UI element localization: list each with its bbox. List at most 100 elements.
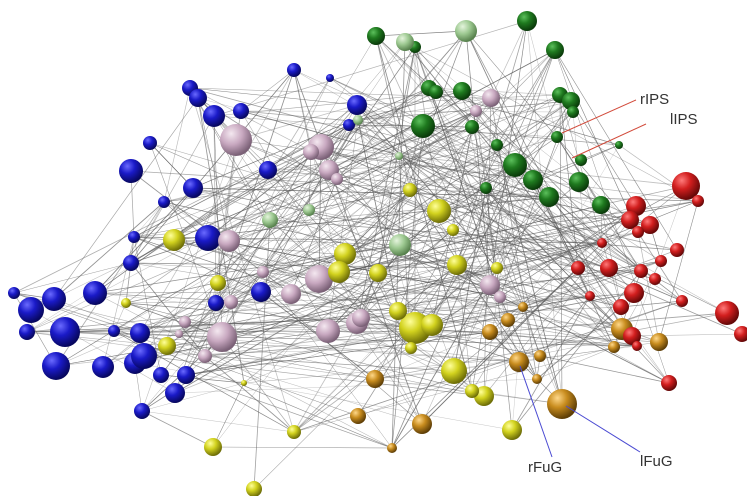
network-edge: [130, 201, 165, 264]
network-edge: [344, 253, 524, 308]
rips-pointer-line: [561, 99, 637, 134]
network-edge: [130, 69, 295, 264]
network-edge: [496, 144, 563, 405]
blue-node: [326, 74, 334, 82]
network-edge: [377, 46, 416, 274]
network-edge: [471, 284, 491, 392]
network-edge: [141, 139, 237, 412]
pink-node: [482, 89, 500, 107]
red-node: [626, 196, 646, 216]
network-edge: [409, 189, 538, 380]
network-edge: [453, 111, 574, 372]
network-edge: [178, 333, 295, 433]
network-edge: [243, 355, 541, 384]
network-edge: [489, 331, 615, 348]
network-edge: [213, 90, 463, 117]
blue-node: [18, 297, 44, 323]
orange-node: [534, 350, 546, 362]
network-edge: [189, 87, 358, 106]
orange-node: [366, 370, 384, 388]
network-edge: [397, 295, 591, 312]
network-edge: [409, 189, 678, 251]
network-edge: [327, 119, 359, 332]
network-edge: [212, 189, 411, 448]
network-edge: [130, 69, 295, 264]
network-edge: [414, 260, 662, 329]
network-edge: [228, 94, 561, 242]
network-edge: [308, 151, 312, 211]
network-edge: [139, 332, 520, 363]
network-edge: [356, 104, 498, 269]
network-edge: [507, 205, 637, 321]
pink-node: [303, 144, 319, 160]
pink-node: [352, 309, 370, 327]
network-edge: [253, 219, 271, 490]
darkgreen-node: [539, 187, 559, 207]
network-edge: [130, 237, 209, 264]
network-edge: [293, 69, 312, 153]
yellow-node: [447, 224, 459, 236]
network-edge: [204, 139, 237, 357]
network-edge: [213, 115, 412, 349]
pink-node: [198, 349, 212, 363]
network-edge: [336, 111, 574, 180]
rips-label: rIPS: [640, 91, 669, 108]
blue-node: [165, 383, 185, 403]
yellow-node: [405, 342, 417, 354]
network-edge: [113, 126, 473, 332]
network-edge: [490, 94, 561, 99]
orange-node: [412, 414, 432, 434]
network-edge: [308, 209, 610, 269]
lightgreen-node: [262, 212, 278, 228]
blue-node: [8, 287, 20, 299]
network-edge: [174, 378, 538, 394]
network-edge: [428, 30, 467, 89]
lfug-pointer-line: [565, 405, 641, 453]
network-edge: [328, 46, 416, 171]
network-edge: [397, 264, 458, 312]
blue-node: [83, 281, 107, 305]
network-edge: [421, 179, 534, 425]
blue-node: [42, 287, 66, 311]
network-edge: [489, 205, 637, 333]
red-node: [655, 255, 667, 267]
network-edge: [410, 249, 678, 349]
network-edge: [189, 87, 329, 332]
network-edge: [559, 94, 579, 269]
yellow-node: [369, 264, 387, 282]
yellow-node: [334, 243, 356, 265]
pink-node: [305, 265, 333, 293]
network-edge: [499, 296, 538, 380]
network-edge: [320, 146, 683, 302]
network-edge: [404, 41, 699, 202]
pink-node: [316, 319, 340, 343]
pink-node: [224, 295, 238, 309]
darkgreen-node: [367, 27, 385, 45]
network-edge: [133, 236, 262, 293]
network-edge: [360, 125, 424, 319]
network-edge: [375, 35, 411, 191]
yellow-node: [389, 302, 407, 320]
network-edge: [189, 87, 591, 297]
network-edge: [141, 410, 214, 448]
blue-node: [134, 403, 150, 419]
yellow-node: [158, 337, 176, 355]
network-edge: [399, 244, 670, 384]
network-edge: [404, 41, 631, 221]
network-edge: [267, 144, 498, 171]
network-edge: [240, 110, 362, 319]
red-node: [672, 172, 700, 200]
network-edge: [207, 237, 501, 298]
network-edge: [577, 267, 635, 294]
network-edge: [526, 20, 563, 405]
pink-node: [494, 291, 506, 303]
network-edge: [348, 124, 622, 308]
orange-node: [482, 324, 498, 340]
network-edge: [185, 151, 312, 376]
darkgreen-node: [569, 172, 589, 192]
network-edge: [391, 125, 424, 449]
network-edge: [485, 187, 541, 357]
edge-layer: [13, 20, 743, 490]
network-edge: [499, 296, 520, 363]
yellow-node: [502, 420, 522, 440]
